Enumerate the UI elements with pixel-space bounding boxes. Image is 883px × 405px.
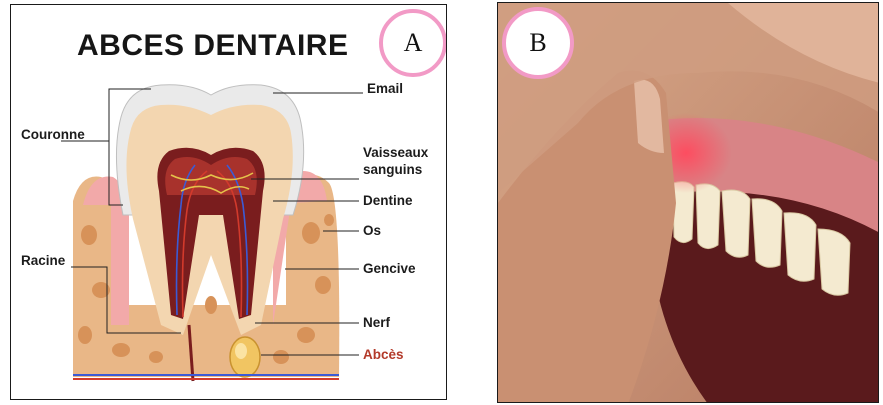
badge-a: A: [379, 9, 447, 77]
label-nerf: Nerf: [363, 315, 390, 331]
label-vaisseaux: Vaisseaux: [363, 145, 428, 161]
label-os: Os: [363, 223, 381, 239]
label-abces: Abcès: [363, 347, 404, 363]
badge-b: B: [502, 7, 574, 79]
photo-panel-b: B: [497, 2, 879, 403]
label-email: Email: [367, 81, 403, 97]
label-racine: Racine: [21, 253, 65, 269]
label-sanguins: sanguins: [363, 162, 422, 178]
diagram-title: ABCES DENTAIRE: [77, 29, 348, 63]
diagram-panel-a: ABCES DENTAIRE Email Couronne Vaisseaux …: [10, 4, 447, 400]
label-couronne: Couronne: [21, 127, 85, 143]
label-gencive: Gencive: [363, 261, 416, 277]
label-dentine: Dentine: [363, 193, 413, 209]
abscess: [230, 337, 260, 377]
